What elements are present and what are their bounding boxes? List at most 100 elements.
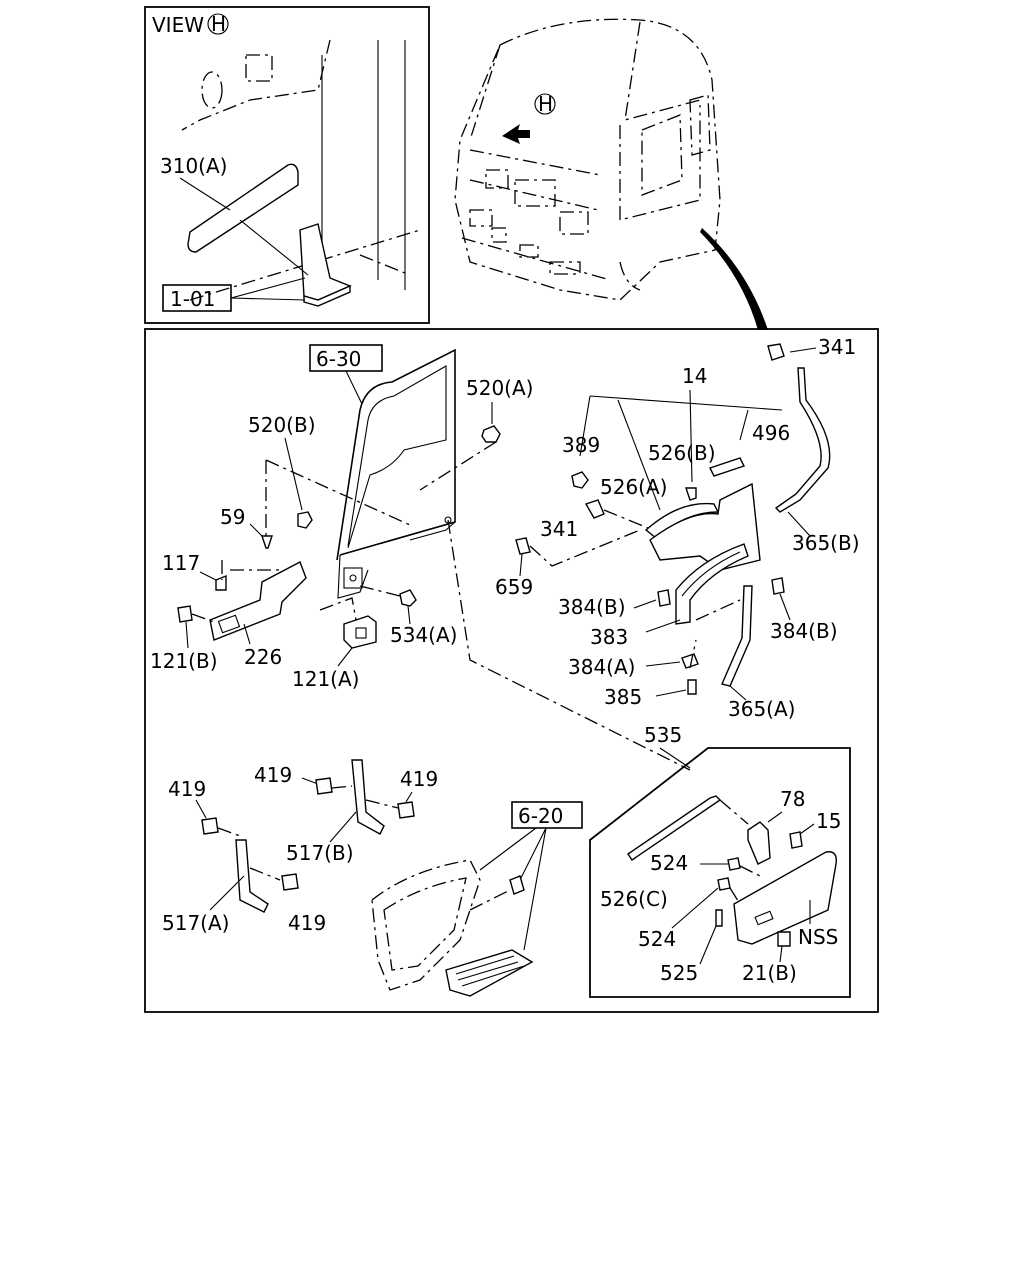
label-59: 59 xyxy=(220,505,245,529)
svg-text:H: H xyxy=(211,12,226,36)
main-diagram-frame xyxy=(144,328,879,1013)
view-title: VIEW xyxy=(152,13,204,37)
door-frame-drawing xyxy=(336,348,456,599)
bracket-226-slot xyxy=(217,614,241,634)
ref-box-6-30[interactable]: 6-30 xyxy=(309,344,383,372)
label-383: 383 xyxy=(590,625,628,649)
step-cover-nss xyxy=(733,851,837,945)
bracket-226 xyxy=(209,561,307,641)
leader-534a xyxy=(407,605,411,625)
clip-384b-right xyxy=(771,577,785,595)
leader-121a xyxy=(337,647,353,667)
label-121b: 121(B) xyxy=(150,649,218,673)
leader-1-01 xyxy=(230,277,306,301)
label-524-a: 524 xyxy=(650,851,688,875)
leader-525 xyxy=(699,925,717,965)
bolt-15 xyxy=(789,831,803,849)
centerline-121a xyxy=(319,597,357,621)
nut-520a xyxy=(481,425,501,443)
leader-535 xyxy=(659,747,691,769)
label-524-b: 524 xyxy=(638,927,676,951)
nut-524-a xyxy=(727,857,741,871)
guard-383 xyxy=(675,543,749,625)
leader-6-20 xyxy=(479,827,547,951)
label-496: 496 xyxy=(752,421,790,445)
clip-525 xyxy=(715,909,723,927)
nut-524-b xyxy=(717,877,731,891)
leader-21b xyxy=(779,945,783,963)
centerline-520b xyxy=(265,459,411,545)
label-534a: 534(A) xyxy=(390,623,457,647)
label-365b: 365(B) xyxy=(792,531,860,555)
leader-341-top xyxy=(789,347,817,353)
label-520b: 520(B) xyxy=(248,413,316,437)
truck-cab-drawing xyxy=(454,18,721,301)
inset-535-frame xyxy=(589,747,851,998)
bolt-341-mid xyxy=(584,499,605,519)
ref-box-6-20[interactable]: 6-20 xyxy=(511,801,583,829)
striker-121a xyxy=(343,615,377,649)
clip-534a xyxy=(399,589,417,607)
clip-21b xyxy=(777,931,791,947)
bracket-517b xyxy=(351,759,385,835)
view-circle-marker: H xyxy=(207,12,229,36)
centerline-door-to-535 xyxy=(447,519,691,771)
leader-384a xyxy=(645,661,681,667)
label-520a: 520(A) xyxy=(466,376,533,400)
centerline-341-mid xyxy=(603,509,649,529)
cab-view-marker: H xyxy=(534,92,556,116)
view-h-drawing xyxy=(181,39,421,307)
leader-117 xyxy=(199,571,217,581)
leader-226 xyxy=(243,623,251,645)
bracket-384a xyxy=(681,653,699,669)
label-419-c: 419 xyxy=(168,777,206,801)
bolt-659 xyxy=(515,537,531,555)
leader-365a xyxy=(729,685,747,701)
label-419-a: 419 xyxy=(254,763,292,787)
svg-text:H: H xyxy=(538,92,553,116)
guard-383-edge xyxy=(681,551,741,597)
label-21b: 21(B) xyxy=(742,961,797,985)
screw-117 xyxy=(215,574,227,591)
nut-389 xyxy=(571,471,589,489)
label-526b: 526(B) xyxy=(648,441,716,465)
leader-524-b xyxy=(671,887,719,929)
striker-121a-hole xyxy=(355,627,367,639)
nut-520b xyxy=(297,511,313,529)
label-341-mid: 341 xyxy=(540,517,578,541)
label-535: 535 xyxy=(644,723,682,747)
leader-659 xyxy=(519,553,523,577)
label-385: 385 xyxy=(604,685,642,709)
label-389: 389 xyxy=(562,433,600,457)
view-direction-arrow-icon xyxy=(502,124,530,144)
step-cover-slot xyxy=(754,910,774,926)
leader-6-30 xyxy=(345,370,363,405)
label-365a: 365(A) xyxy=(728,697,795,721)
leader-15 xyxy=(799,823,815,835)
leader-365b xyxy=(787,511,811,537)
label-419-d: 419 xyxy=(288,911,326,935)
centerline-517b xyxy=(331,785,399,809)
leader-384b-right xyxy=(779,593,791,621)
svg-text:6-30: 6-30 xyxy=(316,347,361,371)
ref-box-1-01[interactable]: 1-01 xyxy=(162,284,232,312)
centerline-121b xyxy=(191,613,215,623)
label-341-top: 341 xyxy=(818,335,856,359)
bolt-341-top xyxy=(767,343,785,361)
callout-swoosh-icon xyxy=(700,228,768,330)
svg-text:1-01: 1-01 xyxy=(170,287,215,311)
bolt-419-b xyxy=(397,801,415,819)
label-310a: 310(A) xyxy=(160,154,227,178)
label-121a: 121(A) xyxy=(292,667,359,691)
leader-383 xyxy=(645,619,681,633)
view-inset-frame xyxy=(144,6,430,324)
leader-517b xyxy=(329,811,357,843)
label-117: 117 xyxy=(162,551,200,575)
label-78: 78 xyxy=(780,787,805,811)
leader-384b-left xyxy=(633,599,657,609)
bracket-517a xyxy=(235,839,269,913)
bolt-419-a xyxy=(315,777,333,795)
label-14: 14 xyxy=(682,364,707,388)
centerline-517a xyxy=(217,827,281,881)
